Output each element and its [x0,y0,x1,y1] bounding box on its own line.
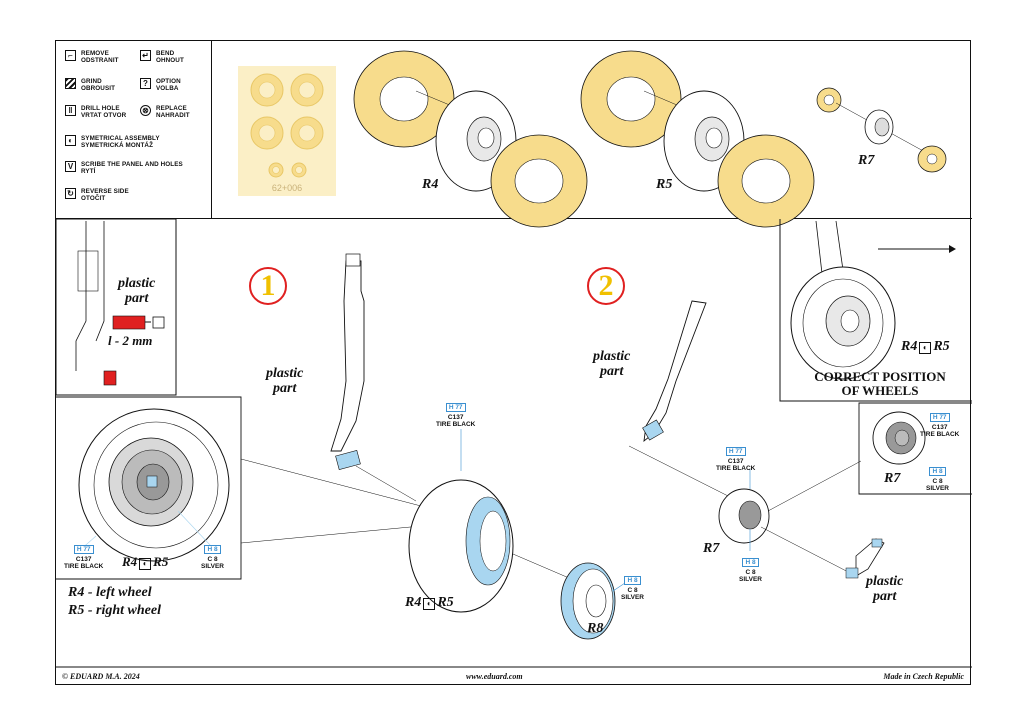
remove-icon: ⌐ [65,50,76,61]
label-r4-r5-correct: R4◐R5 [901,339,950,354]
symmetrical-assembly-icon: ◐ [919,342,932,354]
r4-mask-assembly [353,50,588,228]
footer-copyright: © EDUARD M.A. 2024 [62,672,140,681]
paint-callout-zoom-silver: H 8 C 8 SILVER [201,545,224,570]
symmetrical-assembly-icon: ◐ [423,598,436,610]
paint-callout-detail-tire: H 77 C137 TIRE BLACK [920,413,960,438]
symmetrical-assembly-icon: ◐ [139,558,152,570]
length-note: l - 2 mm [108,333,153,348]
label-r7-step2: R7 [703,541,720,556]
plastic-part-red-cut [103,370,117,386]
r7-detail-box [858,402,972,495]
scribe-icon: V [65,161,76,172]
plastic-part-box [56,218,177,396]
r7-fork-part [845,538,885,579]
drill-hole-icon: ‖ [65,105,76,116]
mask-sheet-code: 62+006 [271,183,303,193]
main-wheel [408,429,577,613]
step-1-marker: 1 [249,267,287,305]
reverse-side-icon: ↻ [65,188,76,199]
remove-icon [152,316,165,329]
label-r7-top: R7 [858,153,875,168]
r7-mask-assembly [816,87,947,173]
cut-length-indicator [112,315,146,330]
paint-callout-zoom-tire: H 77 C137 TIRE BLACK [64,545,104,570]
paint-callout-r7-silver: H 8 C 8 SILVER [739,558,762,583]
replace-icon: ⊗ [140,105,151,116]
step-2-marker: 2 [587,267,625,305]
grind-icon [65,78,76,89]
label-r8: R8 [587,621,604,636]
footer-website[interactable]: www.eduard.com [466,672,523,681]
label-r4-top: R4 [422,177,439,192]
bend-icon: ↵ [140,50,151,61]
label-r4-r5-main: R4◐R5 [405,595,454,610]
paint-callout-r8-silver: H 8 C 8 SILVER [621,576,644,601]
r8-hub [560,562,629,640]
label-r7-detail: R7 [884,471,901,486]
r7-wheel [718,460,862,577]
symmetrical-assembly-icon: ◐ [65,135,76,146]
assembly-drawing [56,50,972,668]
top-strip-divider [212,218,972,220]
step1-strut [330,253,417,502]
paint-callout-detail-silver: H 8 C 8 SILVER [926,467,949,492]
r5-mask-assembly [580,50,815,228]
label-r4-r5-zoom: R4◐R5 [122,554,169,570]
label-r5-top: R5 [656,177,673,192]
paint-callout-r7-tire: H 77 C137 TIRE BLACK [716,447,756,472]
wheel-detail-zoom [56,396,422,580]
footer-made-in: Made in Czech Republic [883,672,964,681]
step2-strut [628,300,739,502]
correct-position-box [779,219,972,402]
paint-callout-tire: H 77 C137 TIRE BLACK [436,403,476,428]
option-icon: ? [140,78,151,89]
